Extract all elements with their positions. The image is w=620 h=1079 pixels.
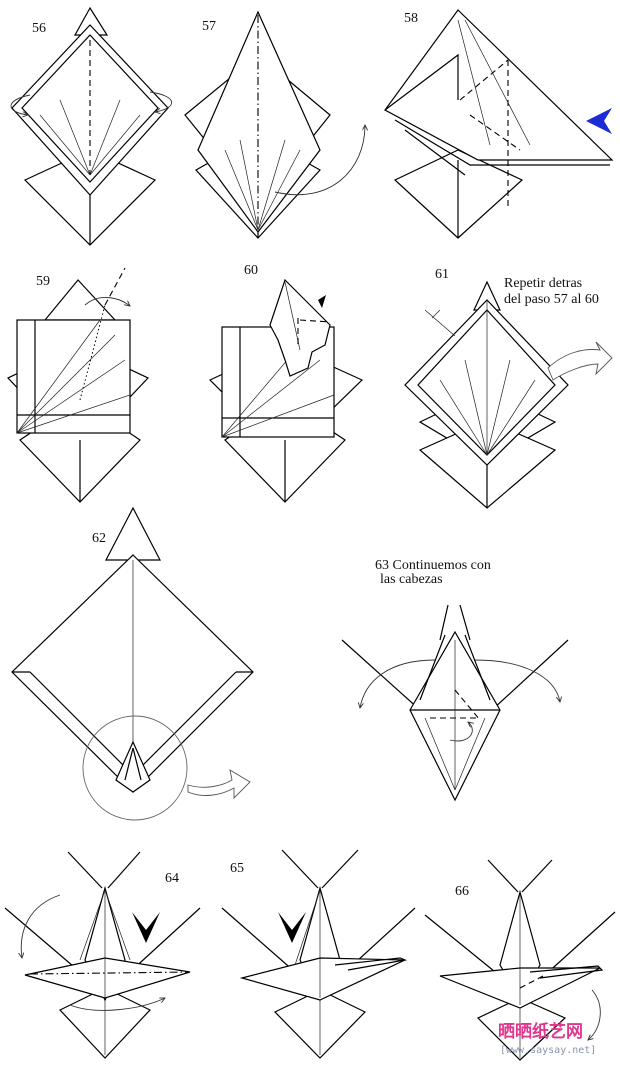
step-66-number: 66 <box>455 884 469 899</box>
step-56-diagram: 56 <box>10 6 173 246</box>
step-60-number: 60 <box>244 263 258 278</box>
watermark-url: [www.saysay.net] <box>500 1045 596 1056</box>
push-arrow-icon <box>318 295 326 308</box>
step-63-note-line2: las cabezas <box>380 572 443 587</box>
step-62-diagram: 62 <box>11 506 254 821</box>
step-61-note-line2: del paso 57 al 60 <box>504 292 599 307</box>
site-watermark: 晒晒纸艺网 [www.saysay.net] <box>498 1021 596 1056</box>
push-arrow-icon <box>278 912 306 943</box>
step-64-diagram: 64 <box>4 851 201 1059</box>
step-66-diagram: 66 <box>424 859 616 1061</box>
step-62-number: 62 <box>92 531 106 546</box>
push-arrow-icon <box>132 912 160 943</box>
step-58-number: 58 <box>404 11 418 26</box>
step-63-diagram: 63 Continuemos con las cabezas <box>341 558 569 802</box>
step-65-diagram: 65 <box>221 849 416 1059</box>
step-64-number: 64 <box>165 871 179 886</box>
step-58-diagram: 58 <box>384 9 614 239</box>
step-60-diagram: 60 <box>208 263 364 503</box>
step-65-number: 65 <box>230 861 244 876</box>
step-59-diagram: 59 <box>6 267 150 503</box>
step-59-number: 59 <box>36 274 50 289</box>
step-57-number: 57 <box>202 19 216 34</box>
step-61-note-line1: Repetir detras <box>504 276 582 291</box>
step-63-note-line1: 63 Continuemos con <box>375 558 491 573</box>
step-61-diagram: 61 Repetir detras del paso 57 al 60 <box>404 267 613 509</box>
blue-arrow-icon <box>586 108 612 134</box>
step-57-diagram: 57 <box>184 10 365 239</box>
step-56-number: 56 <box>32 21 46 36</box>
watermark-brand: 晒晒纸艺网 <box>498 1021 583 1042</box>
step-61-number: 61 <box>435 267 449 282</box>
